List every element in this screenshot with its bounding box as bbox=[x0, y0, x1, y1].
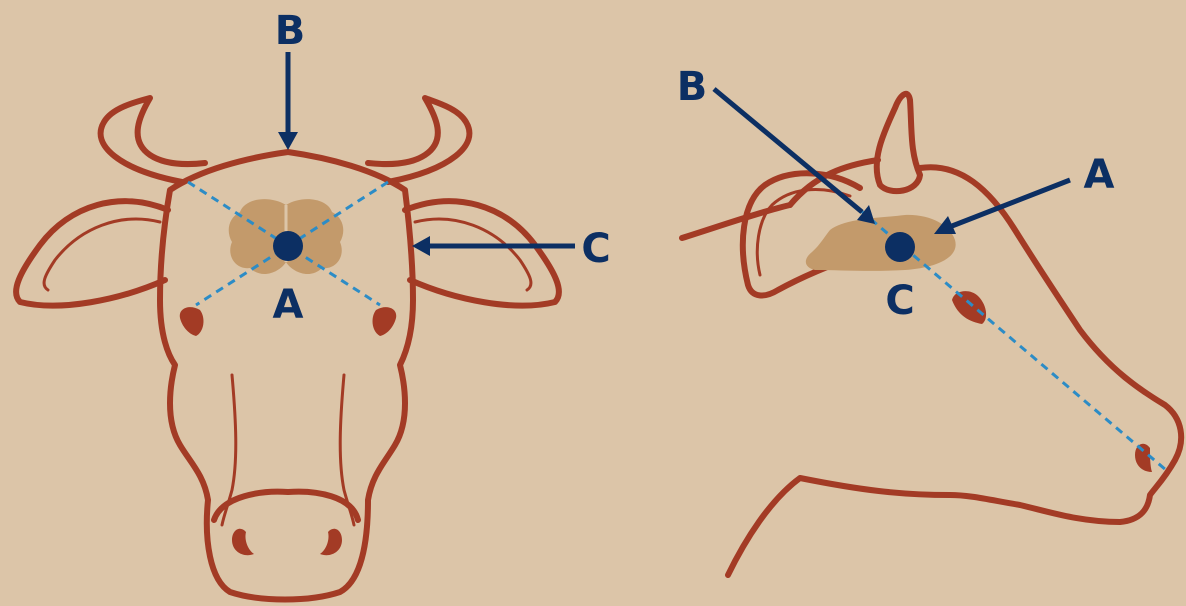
side-label-c: C bbox=[885, 278, 914, 324]
front-label-b: B bbox=[275, 8, 306, 54]
side-label-a: A bbox=[1084, 152, 1115, 198]
front-target-point bbox=[273, 231, 303, 261]
front-label-c: C bbox=[581, 226, 610, 272]
side-target-point bbox=[885, 232, 915, 262]
front-label-a: A bbox=[273, 282, 304, 328]
side-label-b: B bbox=[677, 64, 708, 110]
